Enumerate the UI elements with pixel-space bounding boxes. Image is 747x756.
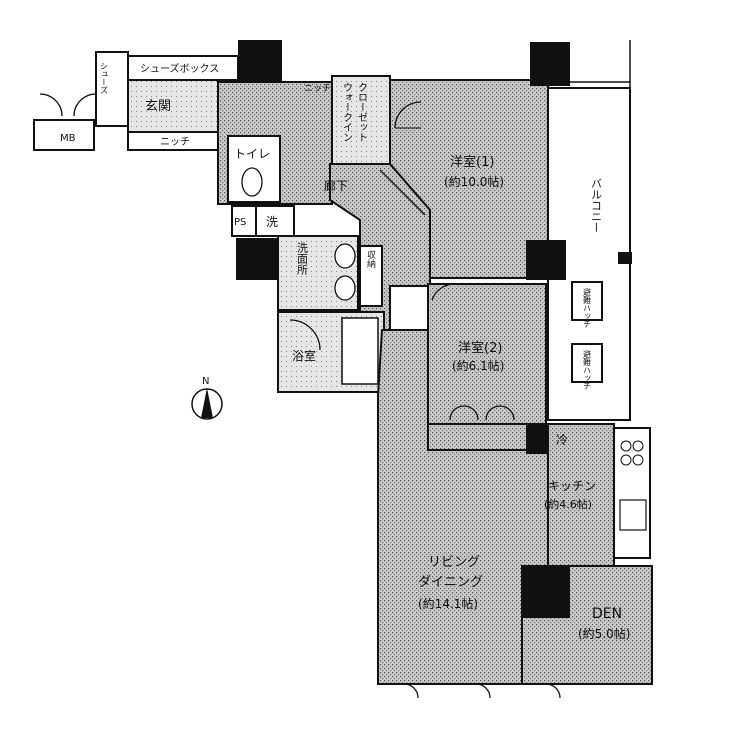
kitchen	[547, 423, 651, 567]
shoe-box-label: シューズボックス	[140, 62, 219, 75]
structural-column	[236, 40, 570, 618]
wic-label-2: クローゼット	[356, 82, 368, 142]
washroom-name: 洗面所	[296, 242, 309, 276]
compass-label: N	[202, 376, 209, 387]
niche-top-label: ニッチ	[304, 83, 331, 94]
bedroom-2-name: 洋室(2)	[458, 340, 502, 356]
niche-lower	[127, 131, 219, 151]
toilet-name: トイレ	[234, 147, 270, 161]
washer-area	[255, 205, 295, 237]
washer-label: 洗	[266, 215, 278, 229]
kitchen-name: キッチン	[548, 479, 596, 493]
kitchen-area: (約4.6帖)	[544, 497, 592, 511]
den-area: (約5.0帖)	[578, 626, 630, 641]
storage	[359, 245, 383, 307]
living-label-1: リビング	[428, 555, 480, 570]
balcony-name: バルコニー	[590, 178, 603, 233]
entrance	[33, 51, 219, 151]
entrance-name: 玄関	[145, 99, 171, 114]
bedroom-2-area: (約6.1帖)	[452, 358, 504, 373]
bedroom-1-area: (約10.0帖)	[444, 174, 504, 189]
wic-label-1: ウォークイン	[341, 82, 353, 142]
shelf-label: シューズ	[100, 62, 109, 94]
living-label-2: ダイニング	[418, 575, 483, 590]
toilet	[227, 135, 281, 203]
den-name: DEN	[592, 606, 622, 622]
hatch-1-label: 避難ハッチ	[583, 287, 592, 328]
compass-icon	[191, 388, 223, 420]
storage-label: 収納	[365, 249, 376, 269]
bedroom-2	[427, 283, 547, 425]
hatch-2-label: 避難ハッチ	[583, 349, 592, 390]
living-area: (約14.1帖)	[418, 596, 478, 611]
bathroom	[277, 311, 385, 393]
niche-bottom-label: ニッチ	[160, 136, 190, 148]
mb-label: MB	[60, 133, 76, 144]
washroom	[277, 235, 359, 311]
evacuation-hatch-1	[571, 281, 603, 321]
ps-label: PS	[234, 217, 246, 228]
bedroom-1-name: 洋室(1)	[450, 154, 494, 170]
evacuation-hatch-2	[571, 343, 603, 383]
fridge-label: 冷	[556, 433, 568, 447]
bathroom-name: 浴室	[292, 348, 316, 363]
corridor-name: 廊下	[324, 178, 348, 193]
